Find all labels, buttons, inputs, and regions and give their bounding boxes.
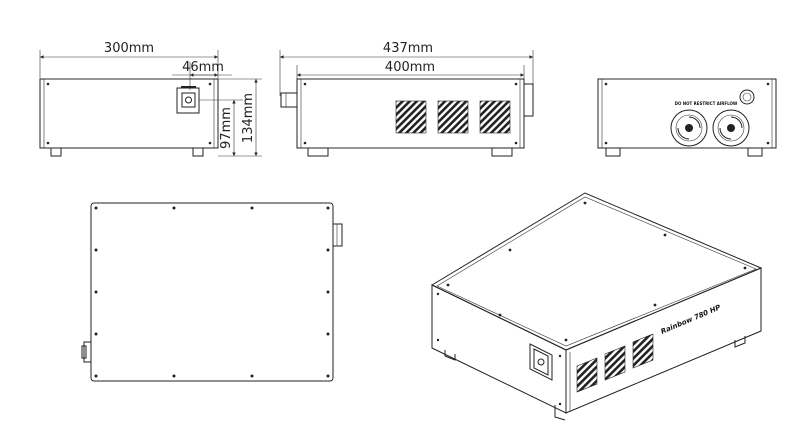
iso-left-face (431, 284, 567, 414)
foot (192, 147, 204, 157)
connector-icon (332, 223, 343, 247)
iso-right-face (565, 267, 762, 414)
body-length-label: 400mm (385, 60, 435, 75)
brand-label: Rainbow 780 HP (660, 303, 723, 336)
connector-icon (280, 92, 298, 108)
foot (50, 147, 62, 157)
vent-grille-icon (576, 333, 654, 393)
fan-icon (670, 109, 708, 147)
height-label: 134mm (241, 93, 256, 143)
foot (747, 147, 763, 157)
foot (307, 147, 329, 157)
handle-icon (81, 341, 92, 363)
front-view: 300mm 46mm 97mm (39, 41, 262, 157)
power-inlet-icon (739, 89, 755, 105)
rear-body (597, 78, 777, 149)
handle-icon (523, 83, 534, 117)
top-view (81, 202, 343, 382)
top-body (90, 202, 334, 382)
body-length-dimension: 400mm (296, 60, 525, 80)
connector-offset-dimension: 46mm (172, 60, 232, 90)
overall-length-dimension: 437mm (279, 41, 534, 96)
connector-icon (176, 86, 200, 114)
side-view: 437mm 400mm (279, 41, 534, 157)
foot (605, 147, 621, 157)
connector-height-dimension: 97mm (199, 99, 243, 157)
fan-icon (712, 109, 750, 147)
vent-grille-icon (395, 100, 511, 134)
foot (491, 147, 513, 157)
width-label: 300mm (104, 41, 154, 56)
overall-length-label: 437mm (383, 41, 433, 56)
height-dimension: 134mm (218, 78, 262, 157)
isometric-view: Rainbow 780 HP (430, 192, 763, 421)
airflow-warning: DO NOT RESTRICT AIRFLOW (675, 101, 738, 106)
width-dimension: 300mm (39, 41, 219, 78)
connector-icon (529, 343, 553, 381)
connector-offset-label: 46mm (182, 60, 224, 75)
rear-view: DO NOT RESTRICT AIRFLOW (597, 78, 777, 157)
connector-height-label: 97mm (219, 107, 234, 149)
iso-top-face (430, 192, 763, 351)
